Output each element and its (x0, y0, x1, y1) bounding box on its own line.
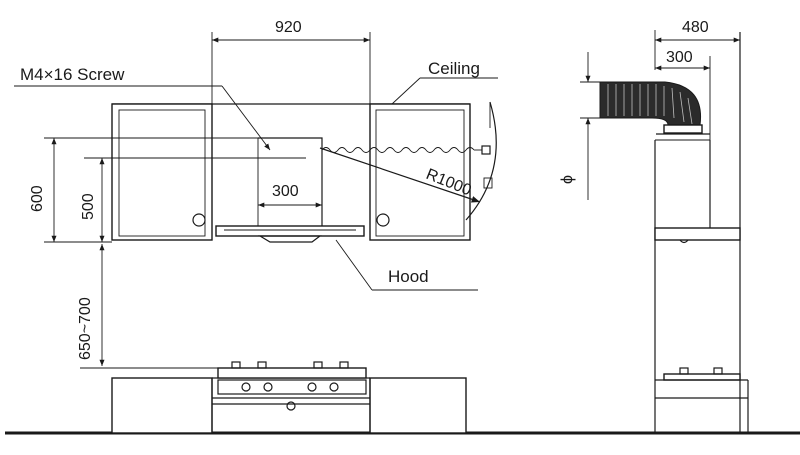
screw-label: M4×16 Screw (20, 65, 125, 84)
hood-label: Hood (388, 267, 429, 286)
dim-650-700-label: 650~700 (77, 297, 94, 360)
hood-chain (321, 145, 491, 155)
dim-phi: ϕ (559, 52, 600, 200)
dim-600: 600 (29, 137, 258, 243)
ceiling-label: Ceiling (428, 59, 480, 78)
dim-500-label: 500 (80, 193, 97, 220)
screw-callout: M4×16 Screw (14, 65, 306, 159)
dim-920: 920 (211, 19, 371, 104)
side-duct (599, 81, 710, 135)
dim-650-700: 650~700 (77, 241, 218, 369)
cooktop (217, 361, 367, 395)
dim-480: 480 (654, 19, 740, 70)
hood-body (215, 137, 365, 243)
dim-hood-depth: 300 (258, 183, 322, 208)
left-wall-cabinet (111, 103, 213, 241)
side-view: ϕ 480 300 (559, 19, 749, 433)
dim-duct-offset: 300 (655, 49, 711, 140)
dim-600-label: 600 (29, 185, 46, 212)
dim-duct-offset-label: 300 (666, 49, 693, 66)
dim-920-label: 920 (275, 19, 302, 36)
side-hood (654, 227, 741, 244)
hood-callout: Hood (335, 239, 478, 291)
side-cooktop (655, 367, 749, 433)
right-wall-cabinet (369, 103, 471, 241)
ceiling-callout: Ceiling (391, 59, 498, 105)
front-view: R1000 M4×16 Screw Ceiling Hood 920 (5, 19, 800, 435)
dim-hood-depth-label: 300 (272, 183, 299, 200)
phi-label: ϕ (559, 175, 576, 184)
dim-500: 500 (80, 157, 266, 242)
dim-480-label: 480 (682, 19, 709, 36)
base-cabinets (111, 377, 467, 434)
